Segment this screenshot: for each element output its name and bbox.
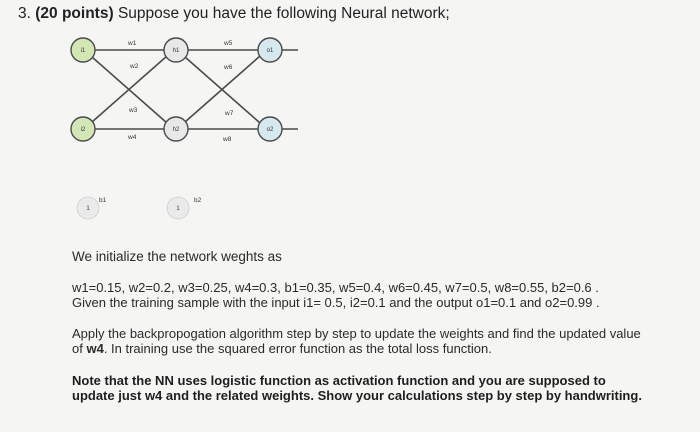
training-sample-text: Given the training sample with the input… [72,295,600,310]
node-o2: o2 [257,116,283,142]
node-i1-label: i1 [81,48,86,54]
neural-network-diagram: w1 w2 w3 w4 w5 w6 w7 w8 i1 i2 h1 h2 o1 o… [70,37,298,220]
node-h2: h2 [163,116,189,142]
apply-text-suffix: . In training use the squared error func… [103,341,492,356]
weight-label-w3: w3 [128,107,138,114]
bias-node-2-label: 1 [176,206,180,212]
note-text-line2: update just w4 and the related weights. … [72,388,642,403]
apply-text-line1: Apply the backpropogation algorithm step… [72,326,641,341]
edge-w3 [91,55,168,123]
node-h1: h1 [163,37,189,63]
apply-text-line2: of w4. In training use the squared error… [72,341,492,356]
bias-label-b2: b2 [194,197,202,204]
node-o1-label: o1 [267,48,274,54]
weight-label-w5: w5 [223,40,233,47]
question-prompt: Suppose you have the following Neural ne… [117,5,450,22]
question-number: 3. [18,5,31,22]
question-title: 3. (20 points) Suppose you have the foll… [18,5,450,23]
node-i2-label: i2 [81,127,86,133]
hidden-output-connections [184,49,298,130]
weight-label-w2: w2 [129,63,139,70]
input-hidden-connections [91,49,168,130]
edge-w7 [184,55,261,123]
weight-label-w4: w4 [127,134,137,141]
node-h1-label: h1 [173,48,180,54]
init-text: We initialize the network weghts as [72,249,282,264]
apply-text-w4: w4 [86,341,104,356]
weight-values-text: w1=0.15, w2=0.2, w3=0.25, w4=0.3, b1=0.3… [72,280,599,295]
bias-node-1: 1 [76,196,100,220]
bias-node-2: 1 [166,196,190,220]
weight-label-w8: w8 [222,136,232,143]
bias-node-1-label: 1 [86,206,90,212]
question-points: (20 points) [35,5,114,22]
bias-label-b1: b1 [99,197,107,204]
weight-label-w7: w7 [224,110,234,117]
weight-label-w6: w6 [223,64,233,71]
apply-text-prefix: of [72,341,87,356]
node-h2-label: h2 [173,127,180,133]
note-text-line1: Note that the NN uses logistic function … [72,373,606,388]
node-o2-label: o2 [267,127,274,133]
node-i2: i2 [70,116,96,142]
node-o1: o1 [257,37,283,63]
weight-label-w1: w1 [127,40,137,47]
node-i1: i1 [70,37,96,63]
